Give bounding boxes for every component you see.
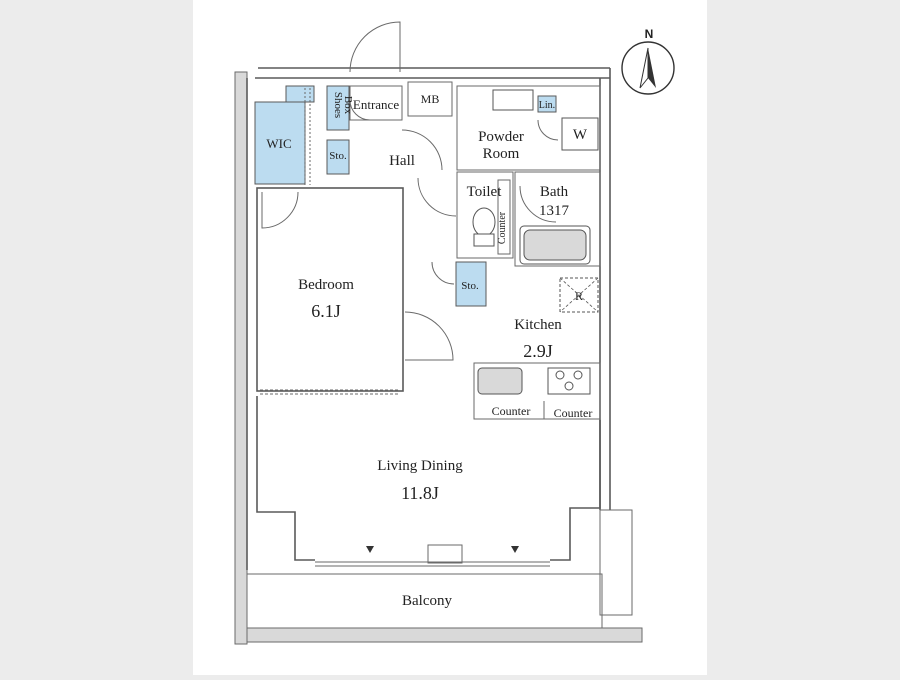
kitchen-door-swing — [404, 311, 454, 361]
bedroom-size-label: 6.1J — [311, 301, 341, 321]
living-dining-walls — [256, 396, 601, 567]
powder-room-walls — [456, 85, 601, 171]
counter-right-label: Counter — [554, 406, 593, 420]
storage-entrance-label: Sto. — [329, 150, 347, 162]
counter-left-label: Counter — [492, 404, 531, 418]
storage-kitchen-box — [455, 261, 487, 307]
refrigerator-box — [559, 277, 599, 313]
toilet-room — [456, 171, 514, 259]
shoes-box-label-1: Shoes — [332, 92, 344, 118]
kitchen-label: Kitchen — [514, 317, 562, 333]
powder-room-label-2: Room — [483, 146, 520, 162]
entrance-door — [349, 21, 403, 121]
kitchen-counter — [473, 362, 601, 420]
shoes-box-label-2: Box — [342, 96, 354, 115]
linen-label: Lin. — [539, 100, 555, 111]
toilet-counter-label: Counter — [497, 211, 508, 244]
living-dining-label: Living Dining — [377, 458, 463, 474]
storage-door-swing — [431, 261, 455, 285]
powder-door-swing — [401, 129, 443, 171]
wic-label: WIC — [266, 136, 291, 151]
bath-room — [514, 171, 601, 267]
compass-north-label: N — [645, 27, 654, 41]
refrigerator-label: R — [575, 289, 583, 303]
toilet-door-swing — [417, 177, 457, 217]
balcony-label: Balcony — [402, 593, 452, 609]
compass-rose — [621, 41, 675, 95]
bedroom-label: Bedroom — [298, 277, 354, 293]
exterior-walls — [234, 67, 633, 645]
powder-room-label-1: Powder — [478, 129, 524, 145]
hall-label: Hall — [389, 153, 415, 169]
mb-label: MB — [421, 92, 440, 106]
balcony-area — [246, 573, 643, 643]
kitchen-size-label: 2.9J — [523, 341, 553, 361]
washer-label: W — [573, 127, 588, 143]
living-dining-size-label: 11.8J — [401, 483, 439, 503]
wic-area — [254, 85, 350, 185]
mb-box — [407, 81, 453, 117]
toilet-label: Toilet — [467, 184, 503, 200]
bath-size-label: 1317 — [539, 203, 570, 219]
storage-hall-label: Sto. — [461, 280, 479, 292]
bedroom-walls — [256, 187, 404, 395]
entrance-label: Entrance — [353, 97, 399, 112]
bath-label: Bath — [540, 184, 569, 200]
